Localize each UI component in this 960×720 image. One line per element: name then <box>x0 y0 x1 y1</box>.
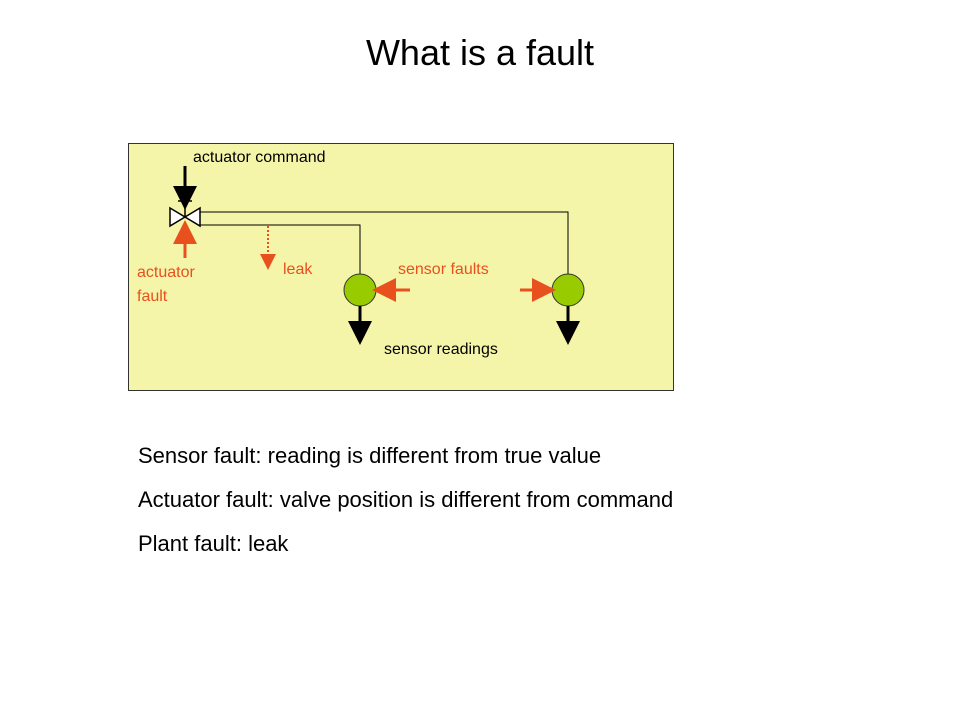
definition-sensor-fault: Sensor fault: reading is different from … <box>138 443 602 468</box>
actuator-fault-label: actuator fault <box>137 264 195 305</box>
sensor-left <box>343 273 377 307</box>
diagram-panel <box>128 143 674 391</box>
actuator-command-label: actuator command <box>193 149 326 166</box>
sensor-right <box>551 273 585 307</box>
leak-label: leak <box>283 261 313 278</box>
valve-icon <box>169 200 201 228</box>
fault-definitions: Sensor fault: reading is different from … <box>138 440 673 572</box>
definition-actuator-fault: Actuator fault: valve position is differ… <box>138 487 674 512</box>
definition-plant-fault: Plant fault: leak <box>138 531 289 556</box>
slide-title: What is a fault <box>365 32 595 73</box>
sensor-faults-label: sensor faults <box>398 261 489 278</box>
sensor-readings-label: sensor readings <box>384 341 498 358</box>
pipe <box>200 211 569 282</box>
